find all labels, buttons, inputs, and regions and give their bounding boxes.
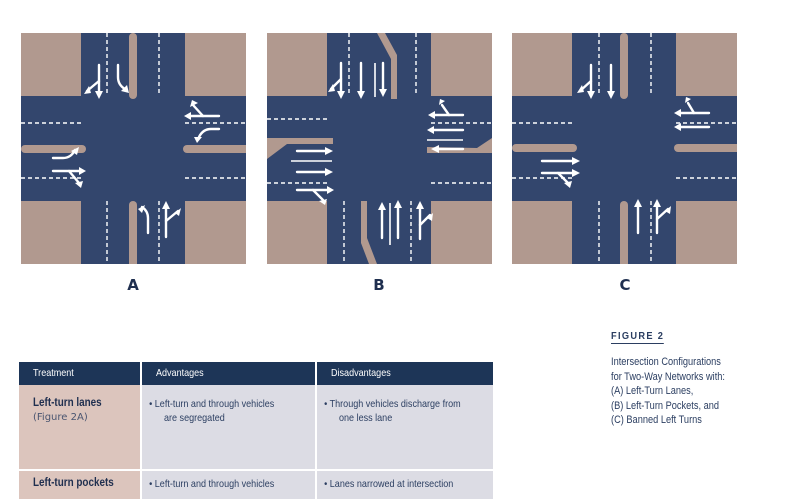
intersection-c-graphic [512,33,737,264]
panel-label-c: C [619,276,631,294]
caption-line: for Two-Way Networks with: [611,370,725,383]
treatment-name: Left-turn pockets [33,477,114,489]
intersection-diagram-c [512,33,737,264]
figure-title: FIGURE 2 [611,330,665,344]
treatment-name: Left-turn lanes [33,397,102,409]
intersection-diagram-a [21,33,246,264]
table-row: Left-turn pockets • Left-turn and throug… [19,470,493,501]
caption-line: (A) Left-Turn Lanes, [611,385,694,398]
intersection-b-graphic [267,33,492,264]
treatment-comparison-table: Treatment Advantages Disadvantages Left-… [19,362,493,501]
figure-reference: (Figure 2A) [33,412,88,423]
header-advantages: Advantages [141,362,317,385]
advantages-cell: • Left-turn and through vehicles are seg… [141,385,317,471]
caption-line: (B) Left-Turn Pockets, and [611,399,720,412]
table-row: Left-turn lanes (Figure 2A) • Left-turn … [19,385,493,471]
disadvantages-cell: • Through vehicles discharge from one le… [316,385,493,471]
caption-line: (C) Banned Left Turns [611,414,702,427]
treatment-cell: Left-turn lanes (Figure 2A) [19,385,142,471]
header-treatment: Treatment [19,362,142,385]
panel-label-a: A [127,276,139,294]
caption-line: Intersection Configurations [611,356,721,368]
intersection-diagram-b [267,33,492,264]
intersection-a-graphic [21,33,246,264]
treatment-cell: Left-turn pockets [19,470,142,501]
figure-caption: Intersection Configurations for Two-Way … [611,355,754,428]
disadvantages-cell: • Lanes narrowed at intersection [316,470,493,501]
table-header-row: Treatment Advantages Disadvantages [19,362,493,385]
advantages-cell: • Left-turn and through vehicles [141,470,317,501]
header-disadvantages: Disadvantages [316,362,493,385]
panel-label-b: B [373,276,385,294]
